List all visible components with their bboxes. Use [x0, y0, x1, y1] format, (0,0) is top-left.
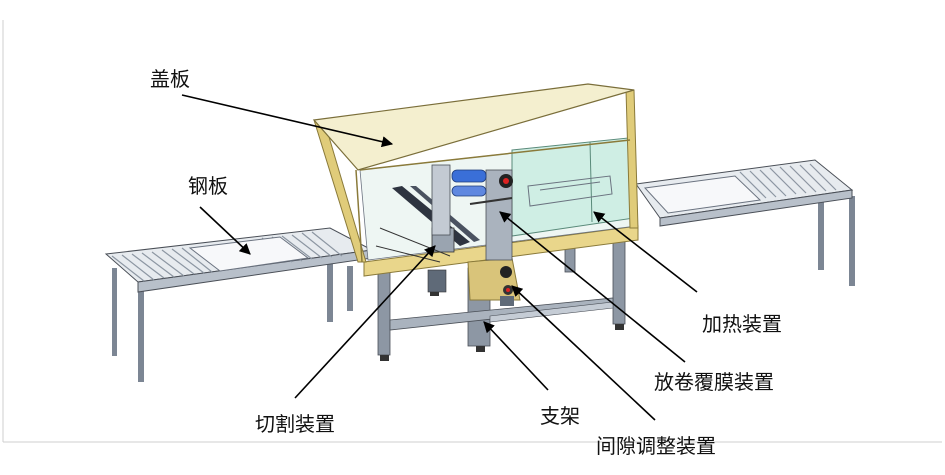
support-frame — [377, 235, 626, 361]
right-conveyor-rollers — [739, 163, 837, 199]
label-cutting-device: 切割装置 — [255, 412, 335, 436]
leader-heating-device — [593, 211, 698, 293]
right-steel-plate — [643, 175, 762, 214]
left-conveyor-leg — [138, 282, 144, 382]
label-unwind-film-device: 放卷覆膜装置 — [654, 370, 774, 394]
left-conveyor-leg — [327, 262, 333, 322]
right-conveyor-leg — [818, 200, 824, 270]
film-roller-blue — [451, 169, 487, 183]
right-conveyor — [635, 159, 855, 286]
leader-cover-plate — [181, 94, 394, 148]
leader-support-frame — [483, 321, 549, 391]
leader-steel-plate — [199, 206, 251, 255]
right-conveyor-rail — [659, 189, 853, 227]
leader-gap-adjust — [511, 285, 656, 421]
label-steel-plate: 钢板 — [188, 174, 228, 198]
label-cover-plate: 盖板 — [150, 67, 190, 91]
leader-lines — [181, 94, 698, 421]
cover-plate — [312, 83, 635, 171]
label-support-frame: 支架 — [540, 404, 580, 428]
left-conveyor-leg — [112, 268, 117, 356]
right-conveyor-leg — [849, 196, 855, 286]
gusset-plate — [467, 257, 521, 301]
leader-cutting-device — [294, 245, 436, 399]
left-conveyor-leg — [347, 266, 353, 311]
leader-unwind-film — [499, 211, 686, 363]
label-gap-adjust-device: 间隙调整装置 — [596, 434, 716, 458]
label-heating-device: 加热装置 — [702, 312, 782, 336]
